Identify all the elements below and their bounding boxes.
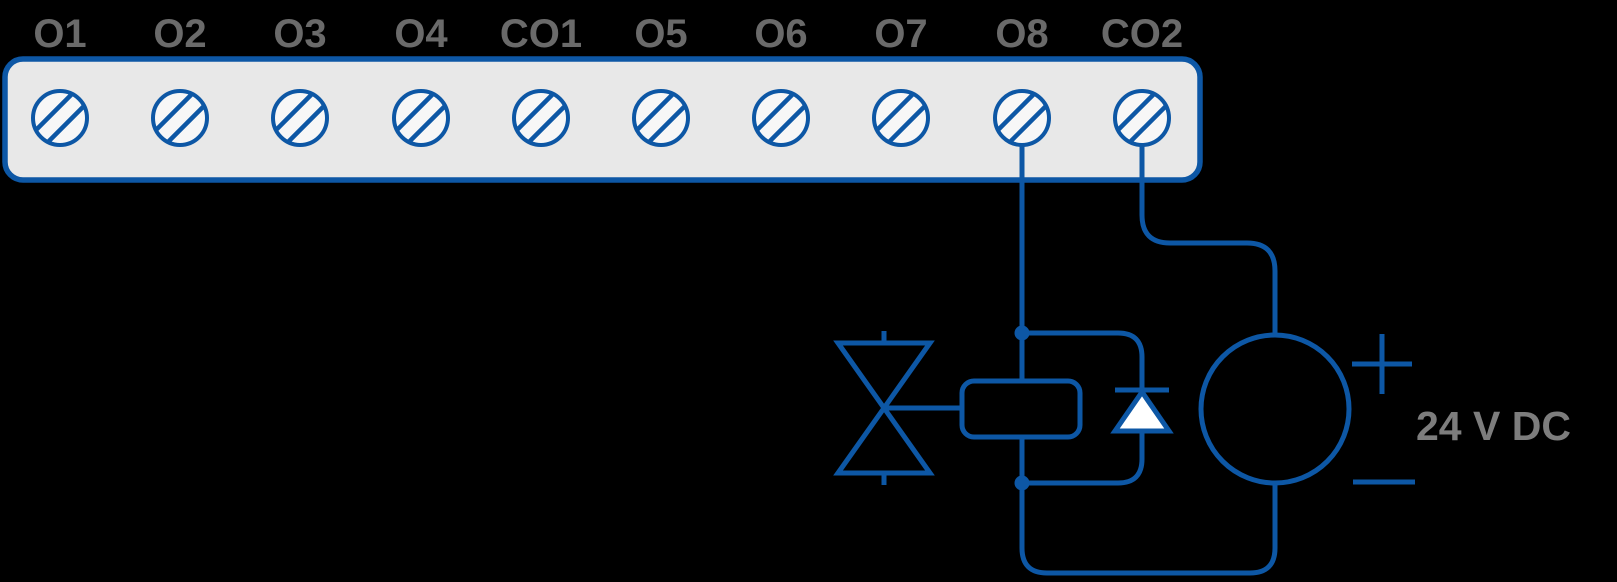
dc-source-circle bbox=[1198, 332, 1352, 486]
screw-terminal-icon-o2 bbox=[153, 91, 207, 145]
wire-diode-branch-bottom bbox=[1022, 431, 1145, 486]
terminal-label-co2: CO2 bbox=[1101, 12, 1183, 56]
junction-dot-bottom bbox=[1014, 475, 1030, 491]
wires bbox=[884, 145, 1278, 576]
wire-diode-branch-top bbox=[1022, 330, 1145, 390]
screw-terminal-icon-o6 bbox=[754, 91, 808, 145]
wire-co2-drop bbox=[1139, 145, 1278, 335]
screw-terminal-icon-o5 bbox=[634, 91, 688, 145]
screw-terminal-icon-o1 bbox=[33, 91, 87, 145]
valve-body bbox=[833, 340, 935, 476]
terminal-labels: O1 O2 O3 O4 CO1 O5 O6 O7 O8 CO2 bbox=[33, 12, 1183, 56]
solenoid-coil-icon bbox=[959, 378, 1083, 440]
terminal-label-co1: CO1 bbox=[500, 12, 582, 56]
terminal-label-o7: O7 bbox=[874, 12, 927, 56]
power-supply-label: 24 V DC bbox=[1416, 403, 1571, 449]
screw-terminal-icon-co1 bbox=[514, 91, 568, 145]
terminal-label-o3: O3 bbox=[273, 12, 326, 56]
screw-terminal-icon-o7 bbox=[874, 91, 928, 145]
wire-bottom-rail bbox=[1019, 437, 1278, 576]
terminal-label-o1: O1 bbox=[33, 12, 86, 56]
diode-icon bbox=[1110, 387, 1174, 434]
screw-terminal-icon-o8 bbox=[995, 91, 1049, 145]
terminal-label-o8: O8 bbox=[995, 12, 1048, 56]
terminal-label-o4: O4 bbox=[394, 12, 448, 56]
junction-dot-top bbox=[1014, 325, 1030, 341]
valve-icon bbox=[833, 331, 935, 485]
terminal-label-o5: O5 bbox=[634, 12, 687, 56]
screw-terminal-icon-o3 bbox=[273, 91, 327, 145]
terminal-label-o6: O6 bbox=[754, 12, 807, 56]
plus-icon bbox=[1352, 334, 1412, 394]
terminal-label-o2: O2 bbox=[153, 12, 206, 56]
screw-terminal-icon-o4 bbox=[394, 91, 448, 145]
dc-power-source-icon: 24 V DC bbox=[1198, 332, 1571, 486]
diode-triangle bbox=[1110, 387, 1174, 434]
screw-terminal-icon-co2 bbox=[1115, 91, 1169, 145]
